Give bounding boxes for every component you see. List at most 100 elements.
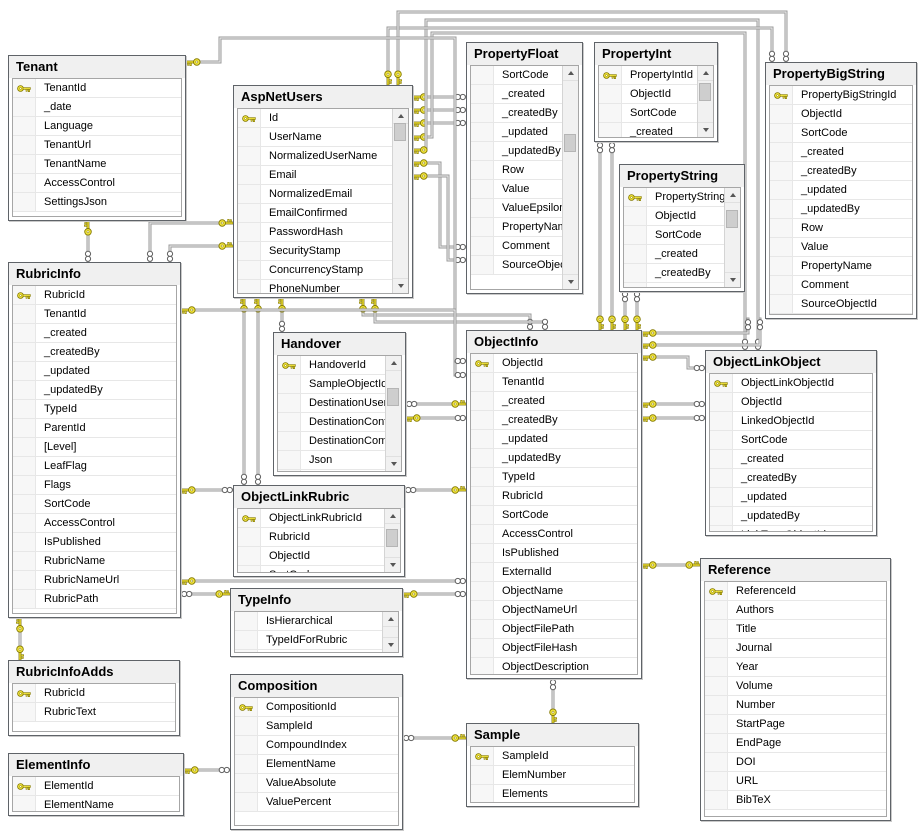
table-row[interactable]: SortCode xyxy=(238,566,384,572)
table-row[interactable]: Amount xyxy=(278,470,385,471)
table-row[interactable]: _createdBy xyxy=(770,162,912,181)
table-row[interactable]: _updated xyxy=(710,488,872,507)
table-row[interactable]: _updatedBy xyxy=(710,507,872,526)
table-row[interactable]: _updatedBy xyxy=(13,381,176,400)
scrollbar-thumb[interactable] xyxy=(386,528,398,547)
table-title[interactable]: Handover xyxy=(274,333,405,355)
table-row[interactable]: AccessControl xyxy=(471,525,637,544)
relationship-connector[interactable] xyxy=(411,18,762,352)
table-row[interactable]: LinkedObjectId xyxy=(710,412,872,431)
table-ObjectInfo[interactable]: ObjectInfo ObjectId TenantId _created _c… xyxy=(466,330,642,679)
scroll-up-arrow-icon[interactable] xyxy=(563,66,578,81)
scrollbar-thumb[interactable] xyxy=(564,133,576,152)
table-row[interactable]: PropertyName xyxy=(770,257,912,276)
table-row[interactable]: ValueAbsolute xyxy=(235,774,398,793)
table-row[interactable]: _created xyxy=(471,392,637,411)
table-scrollbar[interactable] xyxy=(385,356,401,471)
relationship-connector[interactable] xyxy=(640,414,707,423)
table-row[interactable]: SampleId xyxy=(235,717,398,736)
table-PropertyString[interactable]: PropertyString PropertyStringId ObjectId… xyxy=(619,164,745,292)
scrollbar-thumb[interactable] xyxy=(726,210,738,229)
table-title[interactable]: PropertyString xyxy=(620,165,744,187)
table-row[interactable]: ElementName xyxy=(13,796,179,811)
table-title[interactable]: PropertyInt xyxy=(595,43,717,65)
table-title[interactable]: ObjectLinkRubric xyxy=(234,486,404,508)
table-row[interactable]: _updated xyxy=(471,430,637,449)
relationship-connector[interactable] xyxy=(549,677,558,725)
table-row[interactable]: _updatedBy xyxy=(471,449,637,468)
table-PropertyBigString[interactable]: PropertyBigString PropertyBigStringId Ob… xyxy=(765,62,917,319)
relationship-connector[interactable] xyxy=(411,119,468,128)
table-title[interactable]: Composition xyxy=(231,675,402,697)
table-row[interactable]: DOI xyxy=(705,753,886,772)
table-row[interactable]: SortCode xyxy=(770,124,912,143)
table-row[interactable]: PropertyBigStringId xyxy=(770,86,912,105)
table-title[interactable]: PropertyFloat xyxy=(467,43,582,65)
relationship-connector[interactable] xyxy=(411,93,468,102)
scroll-up-arrow-icon[interactable] xyxy=(383,612,398,627)
table-row[interactable]: Elements xyxy=(471,785,634,802)
table-row[interactable]: Row xyxy=(471,161,562,180)
table-row[interactable]: _updated xyxy=(471,123,562,142)
table-row[interactable]: ObjectId xyxy=(770,105,912,124)
scroll-up-arrow-icon[interactable] xyxy=(386,356,401,371)
relationship-connector[interactable] xyxy=(182,766,232,775)
table-row[interactable]: IsPublished xyxy=(13,533,176,552)
table-row[interactable]: ObjectId xyxy=(624,207,724,226)
scroll-down-arrow-icon[interactable] xyxy=(393,278,408,293)
table-row[interactable]: AccessControl xyxy=(13,174,181,193)
table-row[interactable]: Value xyxy=(770,238,912,257)
relationship-connector[interactable] xyxy=(184,36,468,379)
table-row[interactable]: PhoneNumber xyxy=(238,280,392,293)
relationship-connector[interactable] xyxy=(239,296,248,487)
table-row[interactable]: NormalizedUserName xyxy=(238,147,392,166)
scroll-down-arrow-icon[interactable] xyxy=(725,272,740,287)
table-title[interactable]: Sample xyxy=(467,724,638,746)
table-Reference[interactable]: Reference ReferenceId Authors Title Jour… xyxy=(700,558,891,821)
table-row[interactable]: SettingsJson xyxy=(13,193,181,212)
table-row[interactable]: RubricPath xyxy=(13,590,176,609)
scrollbar-thumb[interactable] xyxy=(387,387,399,406)
table-row[interactable]: PasswordHash xyxy=(238,223,392,242)
relationship-connector[interactable] xyxy=(384,26,776,87)
table-row[interactable]: Number xyxy=(705,696,886,715)
table-row[interactable]: SampleId xyxy=(471,747,634,766)
table-row[interactable]: _createdBy xyxy=(710,469,872,488)
table-row[interactable]: Row xyxy=(770,219,912,238)
table-row[interactable]: CompoundIndex xyxy=(235,736,398,755)
scrollbar-thumb[interactable] xyxy=(699,82,711,101)
relationship-connector[interactable] xyxy=(253,296,262,487)
table-scrollbar[interactable] xyxy=(384,509,400,572)
table-row[interactable]: _created xyxy=(471,85,562,104)
table-row[interactable]: PropertyName xyxy=(471,218,562,237)
table-row[interactable]: Flags xyxy=(13,476,176,495)
table-row[interactable]: SourceObjectId xyxy=(770,295,912,314)
table-row[interactable]: SortCode xyxy=(710,431,872,450)
relationship-connector[interactable] xyxy=(179,589,232,598)
relationship-connector[interactable] xyxy=(179,486,235,495)
relationship-connector[interactable] xyxy=(596,140,605,332)
table-row[interactable]: EndPage xyxy=(705,734,886,753)
table-row[interactable]: Language xyxy=(13,117,181,136)
table-title[interactable]: RubricInfo xyxy=(9,263,180,285)
relationship-connector[interactable] xyxy=(394,10,790,87)
scroll-down-arrow-icon[interactable] xyxy=(386,456,401,471)
table-row[interactable]: [Level] xyxy=(13,438,176,457)
relationship-connector[interactable] xyxy=(146,218,235,264)
table-row[interactable]: URL xyxy=(705,772,886,791)
relationship-connector[interactable] xyxy=(403,485,468,494)
relationship-connector[interactable] xyxy=(401,733,468,742)
table-row[interactable]: ConcurrencyStamp xyxy=(238,261,392,280)
table-row[interactable]: DestinationUserId xyxy=(278,394,385,413)
table-row[interactable]: _date xyxy=(13,98,181,117)
relationship-connector[interactable] xyxy=(633,289,642,332)
table-row[interactable]: PropertyStringId xyxy=(624,188,724,207)
table-PropertyFloat[interactable]: PropertyFloat SortCode _created _created… xyxy=(466,42,583,294)
table-row[interactable]: SortCode xyxy=(471,506,637,525)
relationship-connector[interactable] xyxy=(411,159,468,251)
table-title[interactable]: ObjectInfo xyxy=(467,331,641,353)
relationship-connector[interactable] xyxy=(404,399,468,408)
table-row[interactable]: HandoverId xyxy=(278,356,385,375)
scrollbar-thumb[interactable] xyxy=(394,123,406,141)
table-row[interactable]: Year xyxy=(705,658,886,677)
